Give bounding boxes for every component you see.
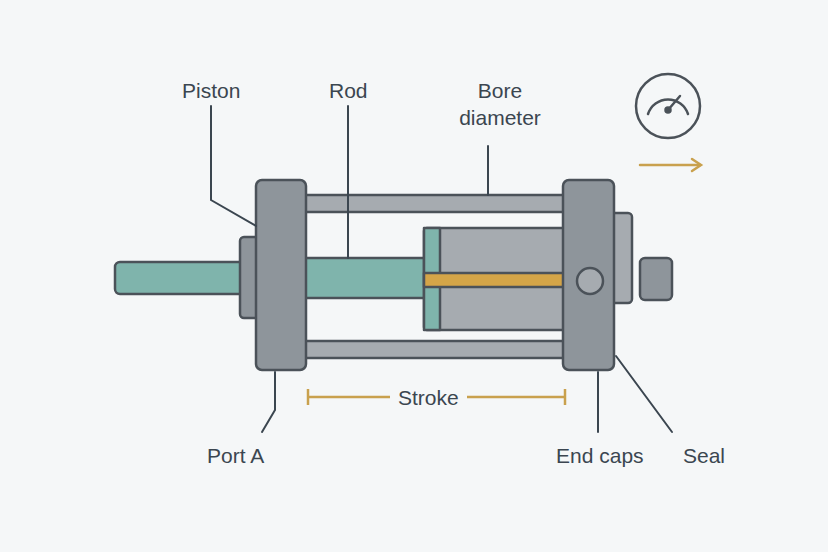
part-label: Bore diameter <box>450 77 550 131</box>
end-cap <box>256 180 306 370</box>
part-label: Piston <box>182 77 240 104</box>
end-cap <box>563 180 614 370</box>
direction-arrow <box>640 159 701 171</box>
part-label: Seal <box>683 442 725 469</box>
piston-rod <box>300 258 432 298</box>
gauge-icon <box>636 74 700 138</box>
rod <box>115 262 255 294</box>
tie-rod <box>300 341 570 358</box>
part-label: Rod <box>329 77 368 104</box>
part-label: End caps <box>556 442 644 469</box>
port-circle <box>577 268 603 294</box>
tie-rod <box>300 195 570 212</box>
leader-lines <box>211 106 672 432</box>
port-label: Port A <box>207 442 264 469</box>
dimension-label: Stroke <box>390 384 467 411</box>
rod-stub <box>640 258 672 300</box>
